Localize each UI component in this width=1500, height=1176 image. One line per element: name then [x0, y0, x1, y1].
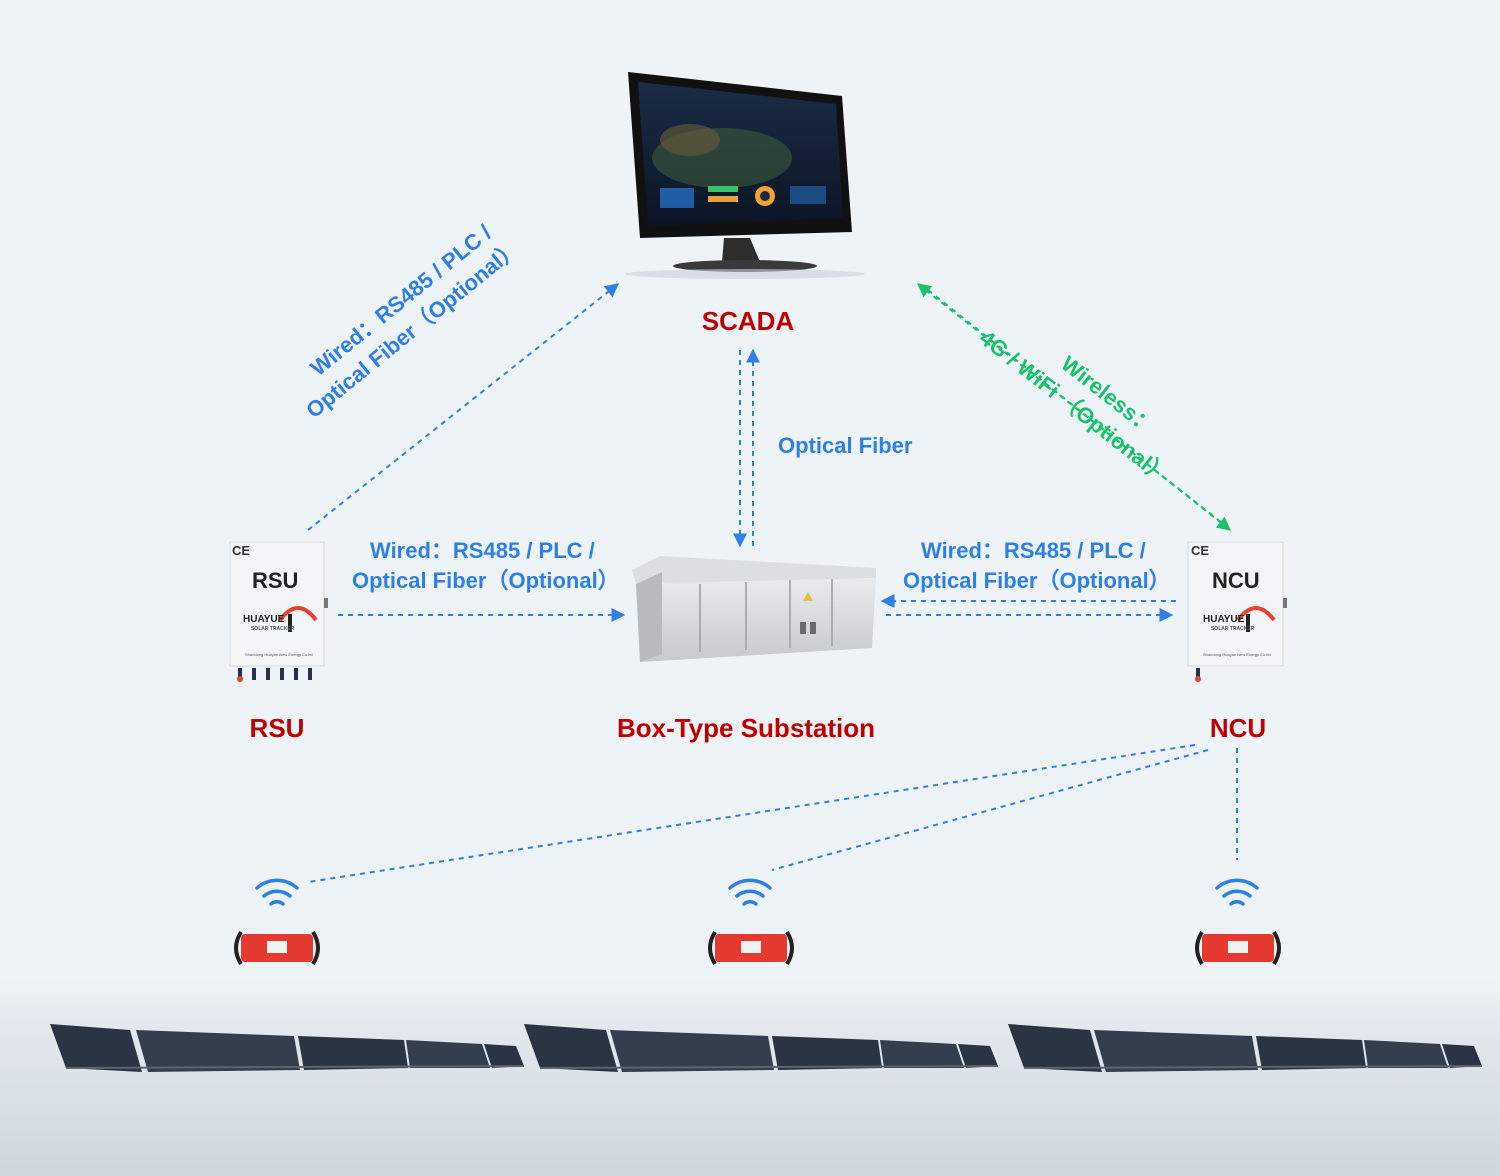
- wifi-icon: [1215, 878, 1259, 906]
- wifi-icon: [728, 878, 772, 906]
- rsu-brand: HUAYUE: [243, 614, 285, 625]
- tcu-device-icon: [234, 930, 320, 966]
- solar-panel-icon: [1008, 1024, 1483, 1072]
- link-lines: [307, 283, 1238, 883]
- ncu-substation-link-label: Wired：RS485 / PLC / Optical Fiber（Option…: [903, 536, 1171, 596]
- rsu-ce-mark: CE: [232, 543, 251, 558]
- rsu-substation-link-line1: Wired：RS485 / PLC /: [370, 538, 595, 563]
- wifi-icon: [255, 878, 299, 906]
- ncu-company: Shandong Huayue New Energy Co.ltd: [1203, 652, 1271, 657]
- rsu-device-text: RSU: [252, 568, 299, 593]
- ncu-substation-link-line1: Wired：RS485 / PLC /: [921, 538, 1146, 563]
- ncu-device-text: NCU: [1212, 568, 1260, 593]
- snow-ground: [0, 980, 1500, 1176]
- rsu-substation-link-line2: Optical Fiber（Optional）: [352, 568, 620, 593]
- solar-panel-icon: [50, 1024, 525, 1072]
- tcu-device-icon: [1195, 930, 1281, 966]
- ncu-brand-sub: SOLAR TRACKER: [1211, 626, 1255, 632]
- ncu-substation-link-line2: Optical Fiber（Optional）: [903, 568, 1171, 593]
- rsu-company: Shandong Huayue New Energy Co.ltd: [245, 652, 313, 657]
- ncu-ce-mark: CE: [1191, 543, 1210, 558]
- substation-scada-link-label: Optical Fiber: [778, 433, 913, 458]
- rsu-brand-sub: SOLAR TRACKER: [251, 626, 295, 632]
- rsu-label: RSU: [249, 713, 305, 743]
- scada-label: SCADA: [701, 306, 795, 336]
- ncu-brand: HUAYUE: [1203, 614, 1245, 625]
- substation-icon: [632, 556, 876, 662]
- ncu-label: NCU: [1209, 713, 1267, 743]
- rsu-device: [229, 541, 328, 682]
- monitor-icon: [625, 72, 865, 279]
- rsu-substation-link-label: Wired：RS485 / PLC / Optical Fiber（Option…: [352, 536, 620, 596]
- tcu-device-icon: [708, 930, 794, 966]
- solar-panel-icon: [524, 1024, 999, 1072]
- substation-label: Box-Type Substation: [616, 713, 876, 743]
- ncu-device: [1187, 541, 1287, 682]
